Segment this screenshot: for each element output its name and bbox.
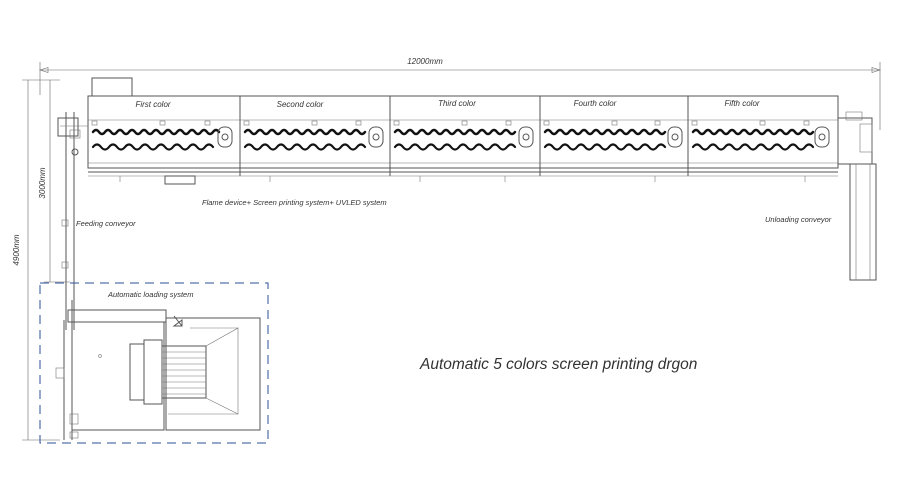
station-label-first: First color (135, 100, 170, 109)
length-dimension: 12000mm (38, 57, 882, 130)
line-height-label: 3000mm (38, 167, 47, 198)
height-dimensions: 4900mm 3000mm (12, 79, 70, 441)
flame-system-label: Flame device+ Screen printing system+ UV… (202, 198, 387, 207)
top-cabinet (91, 77, 133, 97)
station-label-fifth: Fifth color (724, 99, 759, 108)
station-label-third: Third color (438, 99, 476, 108)
feeding-conveyor-label: Feeding conveyor (76, 219, 136, 228)
printing-line-body (87, 95, 839, 185)
unloading-conveyor (837, 111, 877, 281)
coil-row-5 (691, 120, 830, 151)
station-label-second: Second color (277, 100, 324, 109)
total-height-label: 4900mm (12, 234, 21, 265)
coil-row-2 (243, 120, 384, 151)
feeding-conveyor (57, 112, 88, 330)
length-dimension-label: 12000mm (407, 57, 443, 66)
drawing-caption: Automatic 5 colors screen printing drgon (419, 356, 697, 373)
coil-row-1 (91, 120, 233, 151)
coil-row-4 (543, 120, 683, 151)
coil-row-3 (393, 120, 534, 151)
station-label-fourth: Fourth color (574, 99, 617, 108)
loading-system-label: Automatic loading system (107, 290, 193, 299)
unloading-conveyor-label: Unloading conveyor (765, 215, 832, 224)
loading-system (39, 282, 269, 444)
